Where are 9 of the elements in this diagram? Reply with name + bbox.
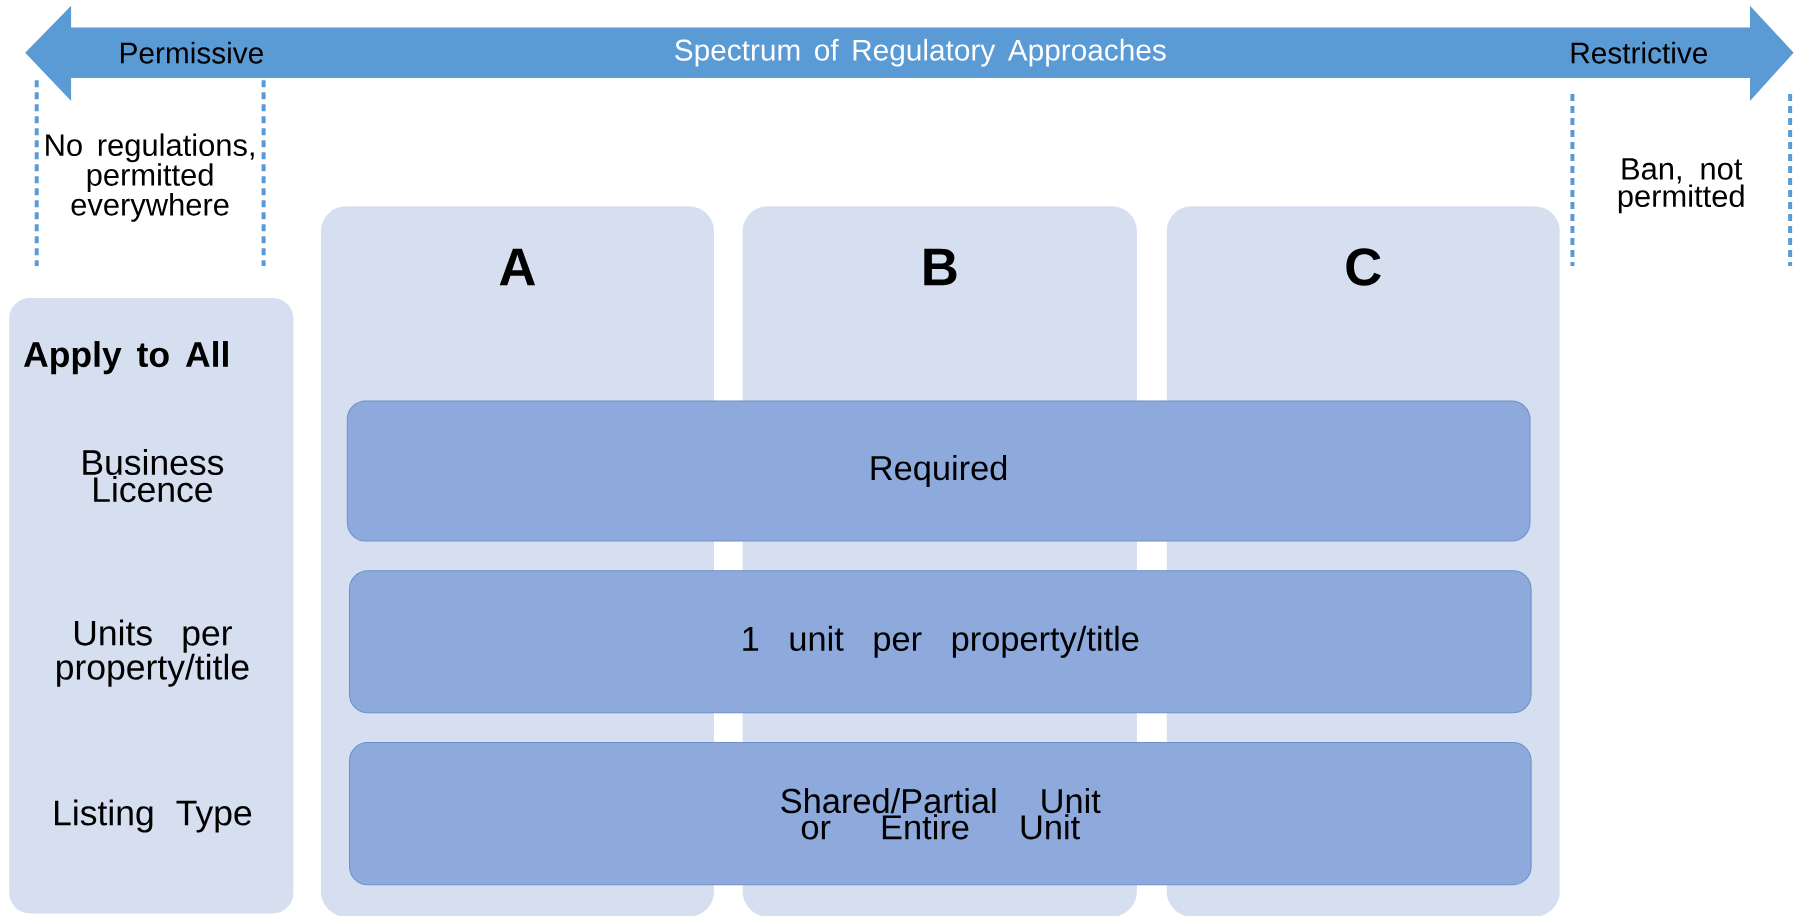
- range-note: No regulations, permitted everywhere: [46, 133, 254, 222]
- requirement-bar: Shared/Partial Unit or Entire Unit: [349, 742, 1532, 886]
- category-panel: Apply to All Business Licence Units per property/title Listing Type: [9, 298, 294, 914]
- requirement-bar: Required: [346, 400, 1531, 542]
- arrow-label: Permissive: [121, 41, 263, 64]
- range-note: Ban, not permitted: [1618, 158, 1744, 214]
- arrow-label: Spectrum of Regulatory Approaches: [675, 38, 1166, 67]
- requirement-bar: 1 unit per property/title: [349, 570, 1532, 714]
- arrow-label: Restrictive: [1571, 41, 1707, 64]
